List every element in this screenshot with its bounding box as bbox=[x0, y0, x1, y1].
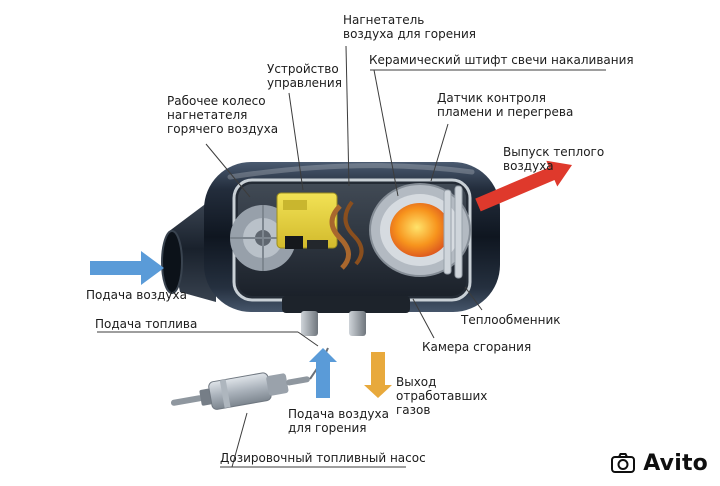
air-intake-opening bbox=[161, 230, 183, 294]
exhaust-arrow bbox=[364, 352, 392, 398]
label-heat-exchanger: Теплообменник bbox=[461, 313, 561, 327]
label-combustion-chamber: Камера сгорания bbox=[422, 340, 532, 354]
label-warm-air-outlet: Выпуск теплого воздуха bbox=[503, 145, 605, 173]
connection-stud-left bbox=[301, 311, 318, 336]
camera-icon bbox=[611, 453, 636, 473]
leader-glow bbox=[373, 69, 399, 197]
air-intake-arrow bbox=[90, 251, 164, 285]
label-glow-plug: Керамический штифт свечи накаливания bbox=[369, 53, 634, 67]
label-exhaust-outlet: Выход отработавших газов bbox=[396, 375, 488, 417]
avito-watermark: Avito bbox=[594, 442, 720, 484]
label-control-unit: Устройство управления bbox=[267, 62, 342, 90]
leader-fuel-supply-2 bbox=[297, 331, 319, 347]
leader-impeller bbox=[205, 143, 251, 198]
heater-illustration bbox=[161, 162, 500, 336]
mounting-flange bbox=[282, 296, 410, 313]
connection-stud-right bbox=[349, 311, 366, 336]
label-combustion-air-blower: Нагнетатель воздуха для горения bbox=[343, 13, 476, 41]
leader-blower bbox=[345, 45, 350, 187]
label-flame-overheat-sensor: Датчик контроля пламени и перегрева bbox=[437, 91, 574, 119]
watermark-brand: Avito bbox=[643, 450, 708, 476]
leader-heat-exchanger bbox=[464, 286, 483, 311]
label-combustion-air-supply: Подача воздуха для горения bbox=[288, 407, 389, 435]
combustion-air-arrow bbox=[309, 348, 337, 398]
label-fuel-supply: Подача топлива bbox=[95, 317, 198, 331]
heat-exchanger-fins bbox=[443, 185, 463, 279]
leader-combustion-chamber bbox=[412, 298, 435, 339]
leader-flame-sensor bbox=[430, 123, 449, 182]
label-air-supply: Подача воздуха bbox=[86, 288, 187, 302]
control-unit-part bbox=[276, 192, 338, 249]
shell-highlight bbox=[227, 163, 475, 180]
wiring-coil bbox=[329, 200, 364, 270]
warm-air-arrow bbox=[475, 160, 572, 212]
leader-control-unit bbox=[288, 92, 304, 191]
leader-fuel-pump bbox=[231, 412, 248, 468]
label-fuel-pump: Дозировочный топливный насос bbox=[220, 451, 426, 465]
leader-lines bbox=[97, 45, 606, 468]
fuel-pump-illustration bbox=[170, 372, 310, 410]
label-hot-air-impeller: Рабочее колесо нагнетателя горячего возд… bbox=[167, 94, 279, 136]
